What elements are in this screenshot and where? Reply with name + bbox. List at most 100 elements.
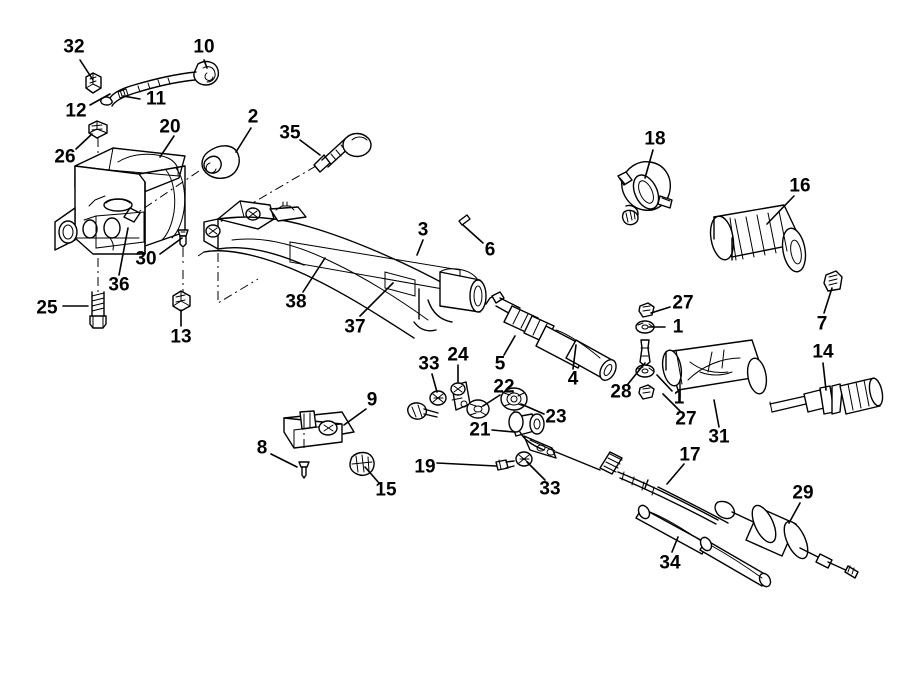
callout-number-1: 1 xyxy=(672,316,684,338)
leader-line-17 xyxy=(666,463,685,485)
callout-number-3: 3 xyxy=(417,219,429,241)
part-32-nut xyxy=(85,72,102,94)
callout-number-17: 17 xyxy=(679,444,701,466)
leader-line-37 xyxy=(359,282,394,317)
part-6-pin xyxy=(458,214,471,226)
callout-number-34: 34 xyxy=(659,552,681,574)
leader-line-30 xyxy=(159,237,183,255)
part-2-bushing xyxy=(136,145,240,214)
part-27-washer-lower xyxy=(638,384,655,400)
part-21-throttle-lever xyxy=(508,411,557,459)
callout-number-13: 13 xyxy=(170,326,192,348)
part-22-washer xyxy=(466,399,490,419)
callout-number-36: 36 xyxy=(108,274,130,296)
leader-line-4 xyxy=(572,344,577,370)
callout-number-25: 25 xyxy=(36,297,58,319)
callout-number-12: 12 xyxy=(65,100,87,122)
leader-line-22 xyxy=(482,394,501,407)
callout-number-9: 9 xyxy=(366,389,378,411)
leader-line-20 xyxy=(159,135,175,158)
leader-line-29 xyxy=(788,502,801,524)
callout-number-26: 26 xyxy=(54,146,76,168)
leader-line-21 xyxy=(491,429,515,433)
callout-number-5: 5 xyxy=(494,353,506,375)
callout-number-6: 6 xyxy=(484,239,496,261)
leader-line-34 xyxy=(671,536,679,553)
callout-number-37: 37 xyxy=(344,316,366,338)
leader-line-1 xyxy=(656,374,673,392)
callout-number-21: 21 xyxy=(469,419,491,441)
callout-number-38: 38 xyxy=(285,291,307,313)
callout-number-31: 31 xyxy=(708,426,730,448)
part-25-bolt xyxy=(89,291,107,329)
leader-line-32 xyxy=(79,59,94,81)
part-34-cable-sleeves xyxy=(635,504,772,588)
leader-line-12 xyxy=(89,93,111,106)
leader-line-3 xyxy=(416,239,424,256)
part-24-linkage-block xyxy=(450,381,471,411)
leader-line-18 xyxy=(644,149,654,179)
part-27-washer-upper xyxy=(638,302,655,318)
leader-line-27 xyxy=(650,306,671,314)
part-9-mounting-bracket xyxy=(283,410,355,452)
callout-number-27: 27 xyxy=(675,408,697,430)
callout-number-18: 18 xyxy=(644,128,666,150)
part-13-nut xyxy=(172,290,191,312)
part-10-choke-cable-assembly xyxy=(100,60,220,107)
part-14-cable-end-connector xyxy=(769,377,884,415)
callout-number-35: 35 xyxy=(279,122,301,144)
leader-line-7 xyxy=(823,287,833,314)
part-15-knob xyxy=(349,451,375,476)
part-7-end-cap xyxy=(823,270,843,292)
callout-number-33: 33 xyxy=(539,478,561,500)
leader-line-23 xyxy=(520,403,545,415)
leader-line-2 xyxy=(235,127,252,153)
leader-line-26 xyxy=(75,133,93,150)
leader-line-38 xyxy=(302,257,326,293)
callout-number-16: 16 xyxy=(789,175,811,197)
part-4-throttle-shaft xyxy=(485,291,617,381)
callout-number-1: 1 xyxy=(673,387,685,409)
callout-number-8: 8 xyxy=(256,437,268,459)
callout-number-2: 2 xyxy=(247,106,259,128)
leader-line-28 xyxy=(627,362,646,385)
callout-leader-lines xyxy=(62,59,833,553)
callout-number-4: 4 xyxy=(567,368,579,390)
leader-line-10 xyxy=(203,59,208,69)
callout-number-29: 29 xyxy=(792,482,814,504)
part-20-handle-bracket xyxy=(54,147,186,255)
leader-line-36 xyxy=(118,227,129,276)
leader-line-11 xyxy=(122,95,141,100)
leader-line-27 xyxy=(662,393,681,412)
leader-line-6 xyxy=(462,224,484,244)
part-8-screw xyxy=(298,461,310,479)
part-18-cable-clamp xyxy=(617,161,673,226)
part-33-washer-upper xyxy=(429,390,447,406)
callout-number-33: 33 xyxy=(418,353,440,375)
callout-number-10: 10 xyxy=(193,36,215,58)
part-26-lock-nut xyxy=(88,120,108,295)
part-3-tiller-arm xyxy=(197,200,487,339)
callout-number-24: 24 xyxy=(447,344,469,366)
part-19-screw-right xyxy=(495,459,515,471)
part-16-handle-grip xyxy=(709,204,807,273)
callout-number-14: 14 xyxy=(812,341,834,363)
callout-number-7: 7 xyxy=(816,313,828,335)
callout-number-23: 23 xyxy=(545,406,567,428)
part-28-pivot-pin xyxy=(639,339,651,367)
callout-number-15: 15 xyxy=(375,479,397,501)
leader-line-35 xyxy=(299,139,321,156)
callout-number-20: 20 xyxy=(159,116,181,138)
leader-line-33 xyxy=(431,373,438,393)
leader-line-15 xyxy=(364,466,380,484)
leader-line-9 xyxy=(343,408,367,426)
leader-line-19 xyxy=(436,462,497,467)
leader-line-33 xyxy=(526,461,546,481)
part-17-throttle-cable xyxy=(555,451,859,579)
callout-number-27: 27 xyxy=(672,292,694,314)
callout-number-32: 32 xyxy=(63,36,85,58)
callout-number-11: 11 xyxy=(145,88,167,110)
callout-number-28: 28 xyxy=(610,381,632,403)
